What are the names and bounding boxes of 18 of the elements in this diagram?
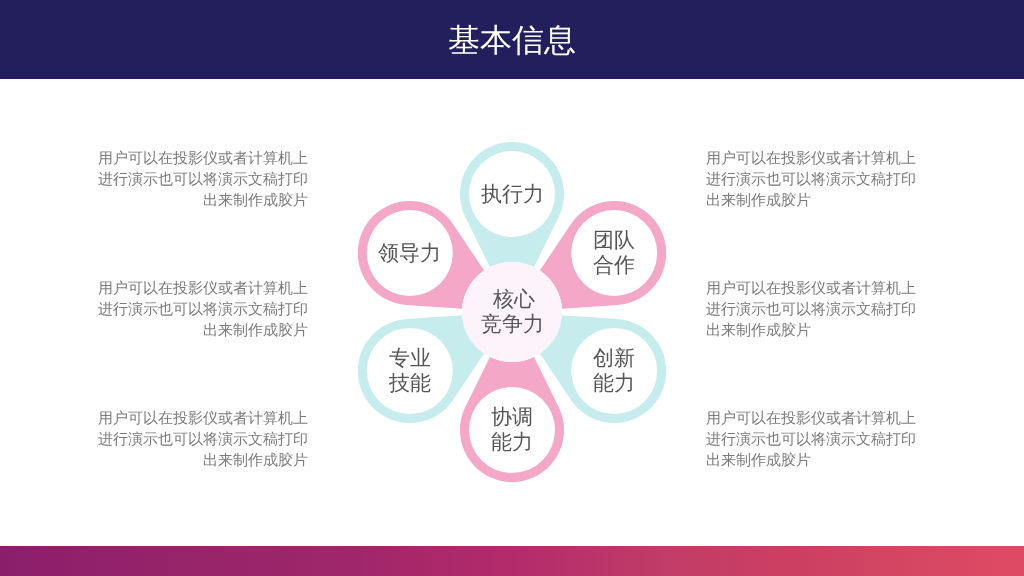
description-text: 用户可以在投影仪或者计算机上进行演示也可以将演示文稿打印出来制作成胶片 xyxy=(706,408,917,471)
petal-label: 领导力 xyxy=(378,240,442,266)
description-text: 用户可以在投影仪或者计算机上进行演示也可以将演示文稿打印出来制作成胶片 xyxy=(97,148,308,211)
petal xyxy=(460,356,564,482)
petal xyxy=(539,201,667,309)
description-text: 用户可以在投影仪或者计算机上进行演示也可以将演示文稿打印出来制作成胶片 xyxy=(97,408,308,471)
petal-label: 协调能力 xyxy=(490,405,534,455)
petal-label: 创新能力 xyxy=(592,346,637,396)
center-label: 核心竞争力 xyxy=(479,287,545,337)
description-text: 用户可以在投影仪或者计算机上进行演示也可以将演示文稿打印出来制作成胶片 xyxy=(97,278,308,341)
title: 基本信息 xyxy=(448,19,576,60)
petal-label: 团队合作 xyxy=(592,228,637,278)
petal-label: 执行力 xyxy=(480,181,544,207)
description-text: 用户可以在投影仪或者计算机上进行演示也可以将演示文稿打印出来制作成胶片 xyxy=(706,278,917,341)
petal-label: 专业技能 xyxy=(387,346,432,396)
petal xyxy=(539,315,667,423)
petal xyxy=(460,142,564,268)
description-text: 用户可以在投影仪或者计算机上进行演示也可以将演示文稿打印出来制作成胶片 xyxy=(706,148,917,211)
